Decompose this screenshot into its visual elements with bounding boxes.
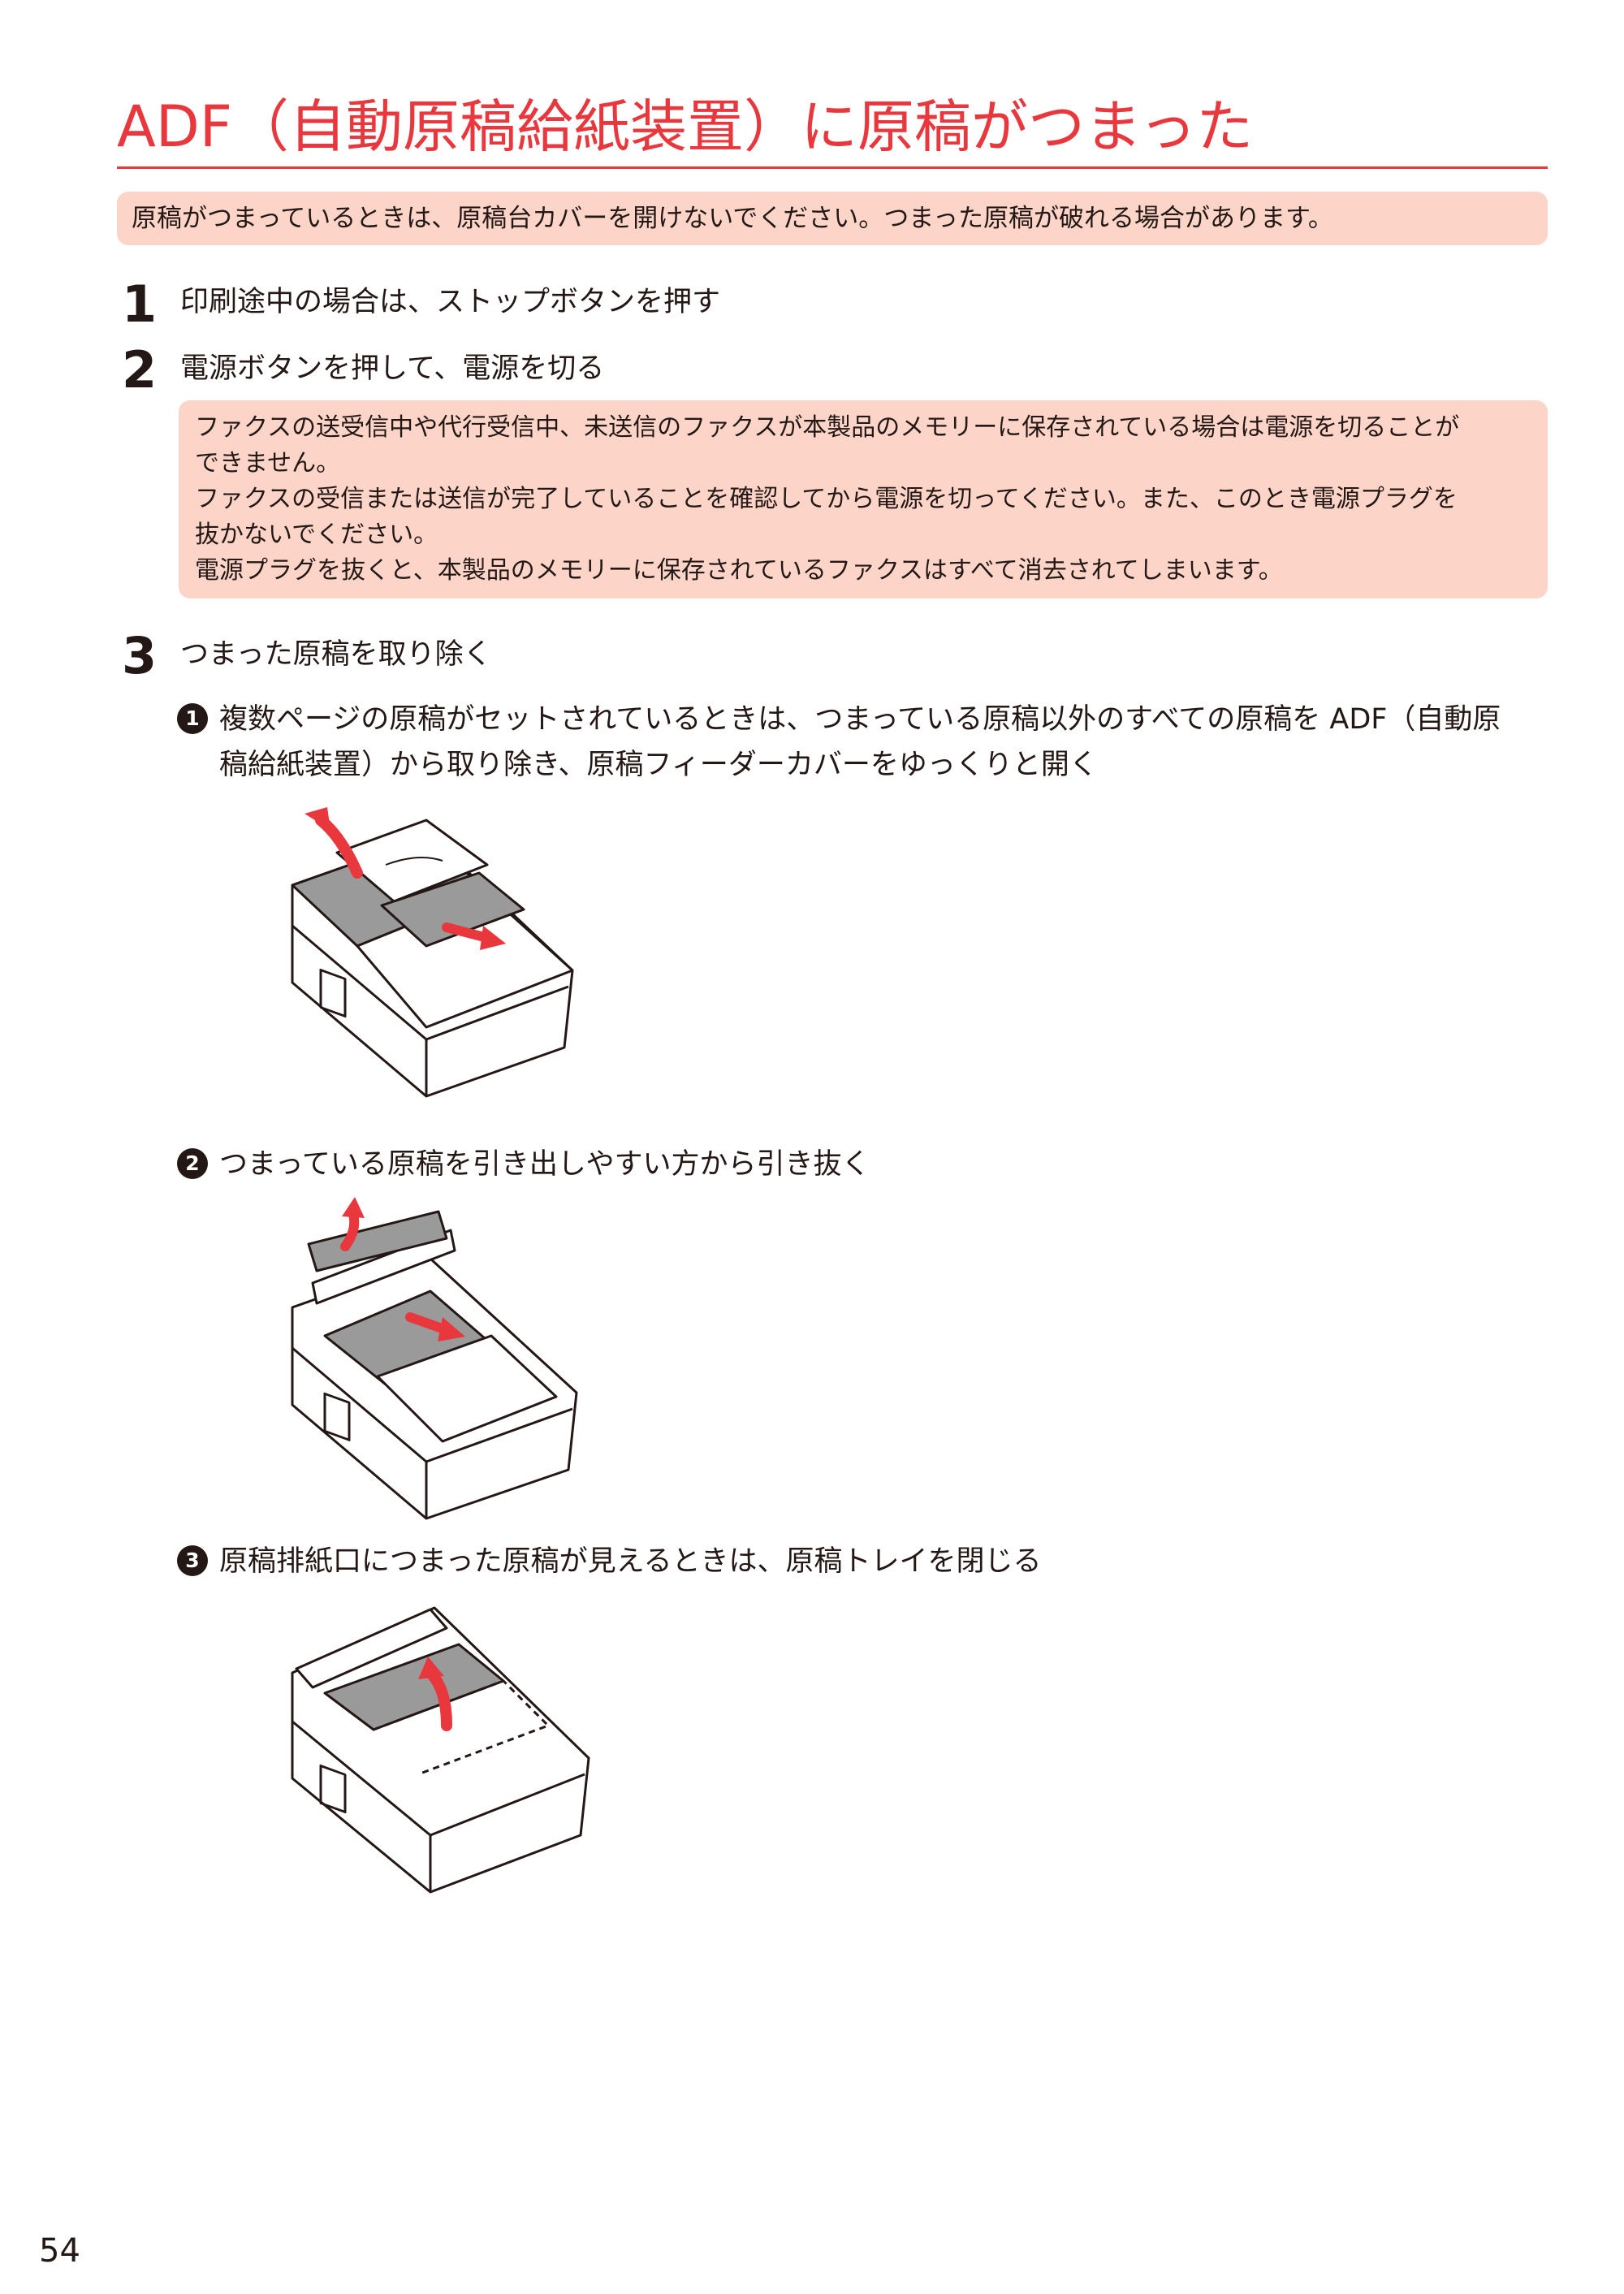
- title-underline: [117, 166, 1548, 169]
- substep-2: 2 つまっている原稿を引き出しやすい方から引き抜く: [177, 1142, 870, 1187]
- step-text-3: つまった原稿を取り除く: [180, 638, 492, 671]
- step-text-1: 印刷途中の場合は、ストップボタンを押す: [180, 286, 721, 318]
- substep-1-line-1: 複数ページの原稿がセットされているときは、つまっている原稿以外のすべての原稿を …: [219, 703, 1501, 736]
- step-number-1: 1: [122, 274, 158, 334]
- caution-note: 原稿がつまっているときは、原稿台カバーを開けないでください。つまった原稿が破れる…: [117, 192, 1548, 245]
- substep-1: 1 複数ページの原稿がセットされているときは、つまっている原稿以外のすべての原稿を…: [177, 697, 1501, 788]
- power-note-line: ファクスの送受信中や代行受信中、未送信のファクスが本製品のメモリーに保存されてい…: [195, 413, 1460, 442]
- substep-marker-3: 3: [177, 1545, 208, 1576]
- step-text-2: 電源ボタンを押して、電源を切る: [180, 352, 605, 385]
- power-note-line: 電源プラグを抜くと、本製品のメモリーに保存されているファクスはすべて消去されてし…: [195, 556, 1283, 585]
- power-off-note: ファクスの送受信中や代行受信中、未送信のファクスが本製品のメモリーに保存されてい…: [179, 400, 1548, 598]
- substep-3-line-1: 原稿排紙口につまった原稿が見えるときは、原稿トレイを閉じる: [219, 1545, 1042, 1578]
- power-note-line: ファクスの受信または送信が完了していることを確認してから電源を切ってください。ま…: [195, 485, 1458, 513]
- illustration-open-feeder-cover: [291, 807, 574, 1098]
- substep-3: 3 原稿排紙口につまった原稿が見えるときは、原稿トレイを閉じる: [177, 1539, 1042, 1584]
- illustration-pull-out-jammed-paper: [291, 1197, 578, 1520]
- substep-marker-1: 1: [177, 703, 208, 734]
- caution-text: 原稿がつまっているときは、原稿台カバーを開けないでください。つまった原稿が破れる…: [132, 204, 1333, 233]
- substep-2-line-1: つまっている原稿を引き出しやすい方から引き抜く: [219, 1148, 870, 1181]
- step-number-2: 2: [122, 340, 158, 400]
- page-title: ADF（自動原稿給紙装置）に原稿がつまった: [117, 93, 1254, 160]
- step-number-3: 3: [122, 626, 158, 685]
- power-note-line: 抜かないでください。: [195, 521, 438, 549]
- page-number: 54: [39, 2232, 80, 2270]
- substep-marker-2: 2: [177, 1148, 208, 1179]
- power-note-line: できません。: [195, 449, 341, 477]
- illustration-close-document-tray: [291, 1606, 590, 1894]
- substep-1-line-2: 稿給紙装置）から取り除き、原稿フィーダーカバーをゆっくりと開く: [219, 749, 1098, 781]
